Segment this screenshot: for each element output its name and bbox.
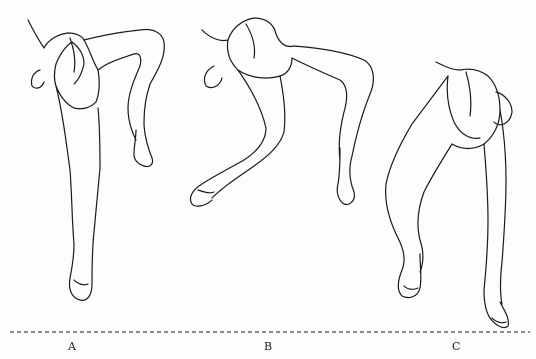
figure-c-drawing	[386, 62, 512, 328]
figure-c-caption: C	[452, 340, 461, 353]
figure-a-drawing	[28, 20, 164, 300]
figure-b-caption: B	[264, 340, 273, 353]
figure-b-drawing	[190, 18, 373, 206]
figure-a-caption: A	[68, 340, 76, 353]
